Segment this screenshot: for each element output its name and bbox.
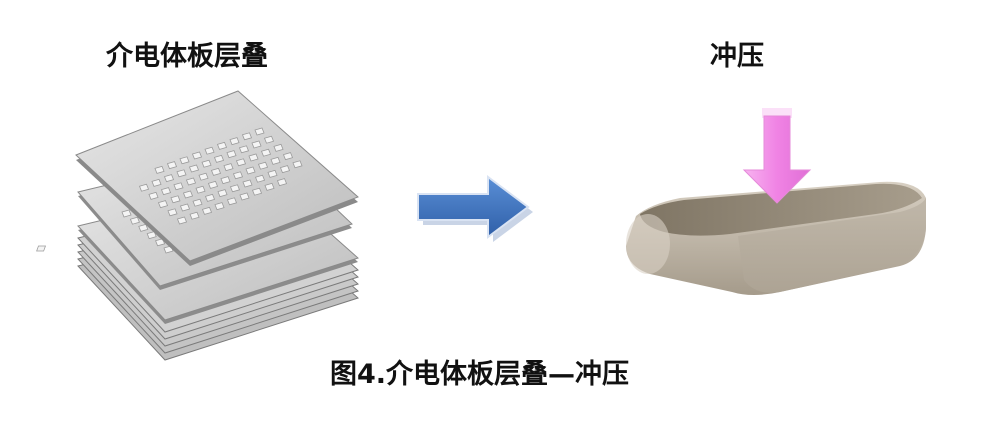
via-hole [155, 238, 166, 247]
via-hole [267, 169, 278, 178]
via-hole [189, 211, 200, 220]
via-hole [157, 200, 169, 209]
via-hole [248, 153, 259, 162]
via-hole [188, 164, 200, 173]
via-hole [282, 152, 294, 161]
via-hole [213, 154, 225, 163]
via-hole [146, 231, 157, 240]
via-hole [198, 172, 209, 181]
via-hole [242, 179, 253, 188]
via-hole [241, 132, 253, 141]
via-hole [170, 195, 181, 204]
via-hole [235, 158, 247, 167]
via-hole [191, 151, 203, 160]
via-hole [223, 163, 234, 172]
via-hole [121, 209, 132, 218]
via-hole [176, 216, 188, 225]
via-hole [239, 192, 250, 201]
via-hole [160, 187, 172, 196]
via-hole [207, 180, 219, 189]
via-hole [270, 156, 281, 165]
via-hole [273, 143, 284, 152]
via-hole [179, 203, 191, 212]
via-hole [254, 174, 266, 183]
via-hole [201, 206, 213, 215]
via-hole [292, 160, 303, 169]
via-hole [226, 150, 237, 159]
via-hole [251, 140, 262, 149]
via-hole [232, 171, 244, 180]
press-label: 冲压 [710, 41, 764, 72]
via-hole [192, 198, 203, 207]
arrow-right-icon [417, 175, 533, 242]
via-hole [257, 161, 269, 170]
via-hole [182, 190, 194, 199]
via-hole [245, 166, 256, 175]
arrow-down-icon [742, 108, 812, 204]
plate-top [75, 90, 359, 266]
via-hole [254, 127, 265, 136]
via-hole [129, 216, 140, 225]
pressed-block [626, 181, 926, 295]
plate-stack [36, 90, 359, 361]
via-hole [276, 178, 288, 187]
via-hole [163, 174, 175, 183]
via-hole [229, 184, 241, 193]
stack-label: 介电体板层叠 [106, 41, 268, 72]
via-hole [204, 146, 215, 155]
via-hole [210, 167, 222, 176]
via-holes [121, 209, 174, 254]
via-hole [176, 169, 187, 178]
via-hole [179, 156, 190, 165]
via-hole [201, 159, 212, 168]
figure-caption: 图4.介电体板层叠—冲压 [330, 359, 630, 390]
via-hole [138, 183, 150, 192]
via-hole [264, 182, 275, 191]
via-hole [195, 185, 206, 194]
via-hole [173, 182, 184, 191]
via-hole [263, 135, 275, 144]
via-holes [138, 127, 303, 225]
via-hole [279, 165, 291, 174]
via-hole [229, 137, 240, 146]
via-hole [167, 208, 178, 217]
via-hole [204, 193, 216, 202]
via-hole [217, 189, 228, 198]
via-hole [148, 191, 159, 200]
via-hole [185, 177, 197, 186]
via-hole [214, 202, 225, 211]
via-hole [216, 141, 228, 150]
via-hole [238, 145, 250, 154]
via-hole [226, 197, 238, 206]
via-hole [151, 178, 162, 187]
via-hole [138, 223, 149, 232]
via-hole [251, 187, 263, 196]
via-hole [166, 161, 178, 170]
via-hole [220, 176, 231, 185]
via-hole [154, 165, 165, 174]
via-hole [260, 148, 272, 157]
